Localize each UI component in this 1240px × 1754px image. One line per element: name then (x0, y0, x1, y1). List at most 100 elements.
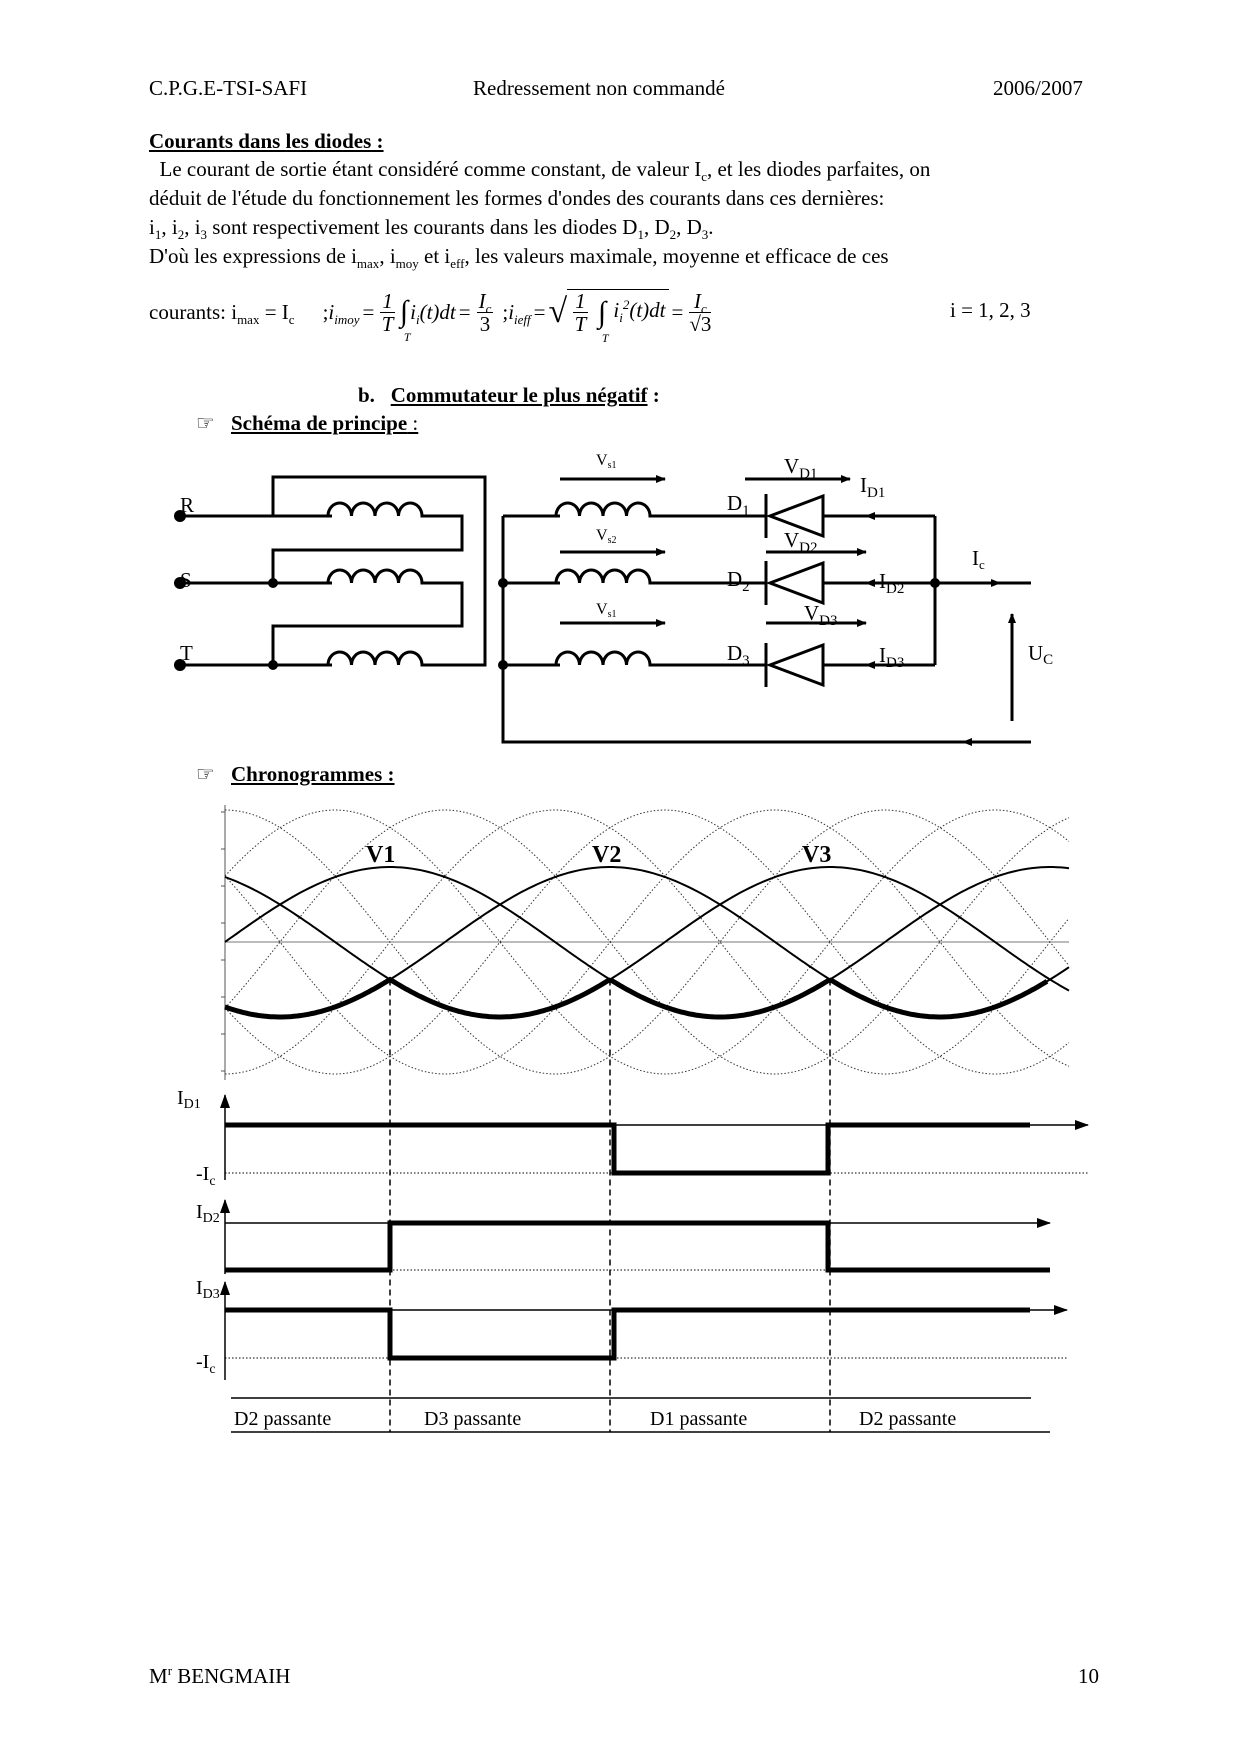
numerator: 1 (380, 288, 395, 313)
current-waveforms (220, 1094, 1089, 1380)
denominator: T (574, 312, 587, 336)
node (268, 660, 278, 670)
transformer-coils (326, 501, 654, 667)
text-run: eff (450, 256, 465, 272)
diode-icon (765, 560, 825, 606)
arrows (560, 475, 1031, 746)
part-title: Commutateur le plus négatif (390, 383, 648, 407)
paragraph-line: D'où les expressions de imax, imoy et ie… (149, 244, 889, 272)
equals: = (533, 299, 546, 324)
integral: ∫ (597, 295, 607, 329)
coil-icon (326, 501, 426, 518)
ieff-var: i (508, 299, 515, 324)
interval-label: D3 passante (424, 1408, 521, 1430)
equals: = (671, 299, 684, 324)
diode-icon (765, 642, 825, 688)
v1-label: V1 (366, 842, 395, 868)
id1-neg-label: -Ic (196, 1163, 216, 1189)
colon: : (647, 383, 660, 407)
separator: ; (502, 299, 509, 324)
d3-label: D3 (727, 641, 750, 669)
coil-icon (554, 501, 654, 518)
numerator: 1 (573, 289, 588, 313)
text-run: 1 (154, 227, 162, 243)
terminal-s (174, 577, 186, 589)
chart-labels: V1 V2 V3 ID1 -Ic ID2 ID3 -Ic D2 passante… (177, 842, 956, 1430)
interval-lines (231, 1397, 1050, 1433)
voltage-curve-v3 (224, 866, 1070, 1018)
ieff-sub: ieff (514, 311, 531, 327)
id2-label: ID2 (879, 569, 904, 597)
ic-label: Ic (972, 546, 985, 572)
integrand: i (613, 298, 620, 323)
text-run: moy (395, 256, 419, 272)
vs1-label: Vs1 (596, 452, 616, 471)
imoy-var: i (328, 299, 335, 324)
id3-axis-label: ID3 (196, 1277, 220, 1302)
text-run: . (708, 215, 714, 239)
denominator: 3 (479, 311, 491, 336)
text-run: , i (184, 215, 201, 239)
terminal-t (174, 659, 186, 671)
author-m: M (149, 1664, 168, 1688)
text-run: , i (161, 215, 178, 239)
ic-sub: c (700, 300, 707, 316)
current-waveform-id2 (225, 1220, 1050, 1273)
voltage-waveforms (221, 805, 1070, 1432)
coil-icon (326, 568, 426, 585)
page-number: 10 (1078, 1664, 1099, 1688)
pointing-hand-icon: ☞ (196, 411, 215, 435)
integrand-tdt: (t)dt (629, 298, 666, 323)
id3-neg-label: -Ic (196, 1351, 216, 1377)
d1-label: D1 (727, 491, 750, 519)
current-waveform-id3 (225, 1307, 1030, 1361)
interval-label: D2 passante (234, 1408, 331, 1430)
section-title: Courants dans les diodes : (149, 129, 384, 153)
schema-heading: Schéma de principe : (231, 411, 418, 436)
coil-icon (554, 568, 654, 585)
secondary-wiring (501, 514, 1031, 744)
header-year: 2006/2007 (993, 76, 1083, 100)
compound-voltage-curve (224, 809, 1070, 1075)
text-run: , i (379, 244, 396, 268)
part-label: b. (358, 383, 375, 407)
phase-t: T (180, 641, 193, 665)
paragraph-line: i1, i2, i3 sont respectivement les coura… (149, 215, 714, 243)
integral: ∫ (399, 295, 409, 328)
header-title: Redressement non commandé (473, 76, 725, 100)
text-run: max (237, 311, 260, 327)
compound-voltage-curve (224, 809, 1070, 1075)
interval-label: D1 passante (650, 1408, 747, 1430)
v3-label: V3 (802, 842, 831, 868)
square: 2 (622, 297, 630, 313)
text-run: , D (676, 215, 702, 239)
ic-sub: c (485, 300, 492, 316)
integrand: i (410, 299, 416, 324)
id3-label: ID3 (879, 643, 904, 671)
vd1-label: VD1 (784, 454, 818, 482)
uc-label: UC (1028, 641, 1053, 668)
id1-label: ID1 (860, 473, 885, 501)
text-run: , les valeurs maximale, moyenne et effic… (464, 244, 889, 268)
chrono-heading: Chronogrammes : (231, 762, 395, 786)
fraction-ic-over-sqrt3: Ic√3 (689, 290, 712, 335)
sqrt-sign: √ (548, 293, 568, 330)
text-run: c (288, 311, 295, 327)
terminal-r (174, 510, 186, 522)
text-run: 3 (701, 227, 709, 243)
text-run: sont respectivement les courants dans le… (207, 215, 638, 239)
circuit-labels: R S T Vs1 Vs2 Vs1 VD1 VD2 VD3 D1 D2 D3 I… (180, 452, 1053, 671)
compound-voltage-curve (224, 809, 1070, 1075)
compound-voltage-curve (224, 809, 1070, 1075)
author-name: BENGMAIH (172, 1664, 291, 1688)
id1-axis-label: ID1 (177, 1087, 201, 1112)
vd2-label: VD2 (784, 528, 818, 556)
text-run: courants: i (149, 299, 238, 324)
text-run: D'où les expressions de i (149, 244, 357, 268)
v2-label: V2 (592, 842, 621, 868)
